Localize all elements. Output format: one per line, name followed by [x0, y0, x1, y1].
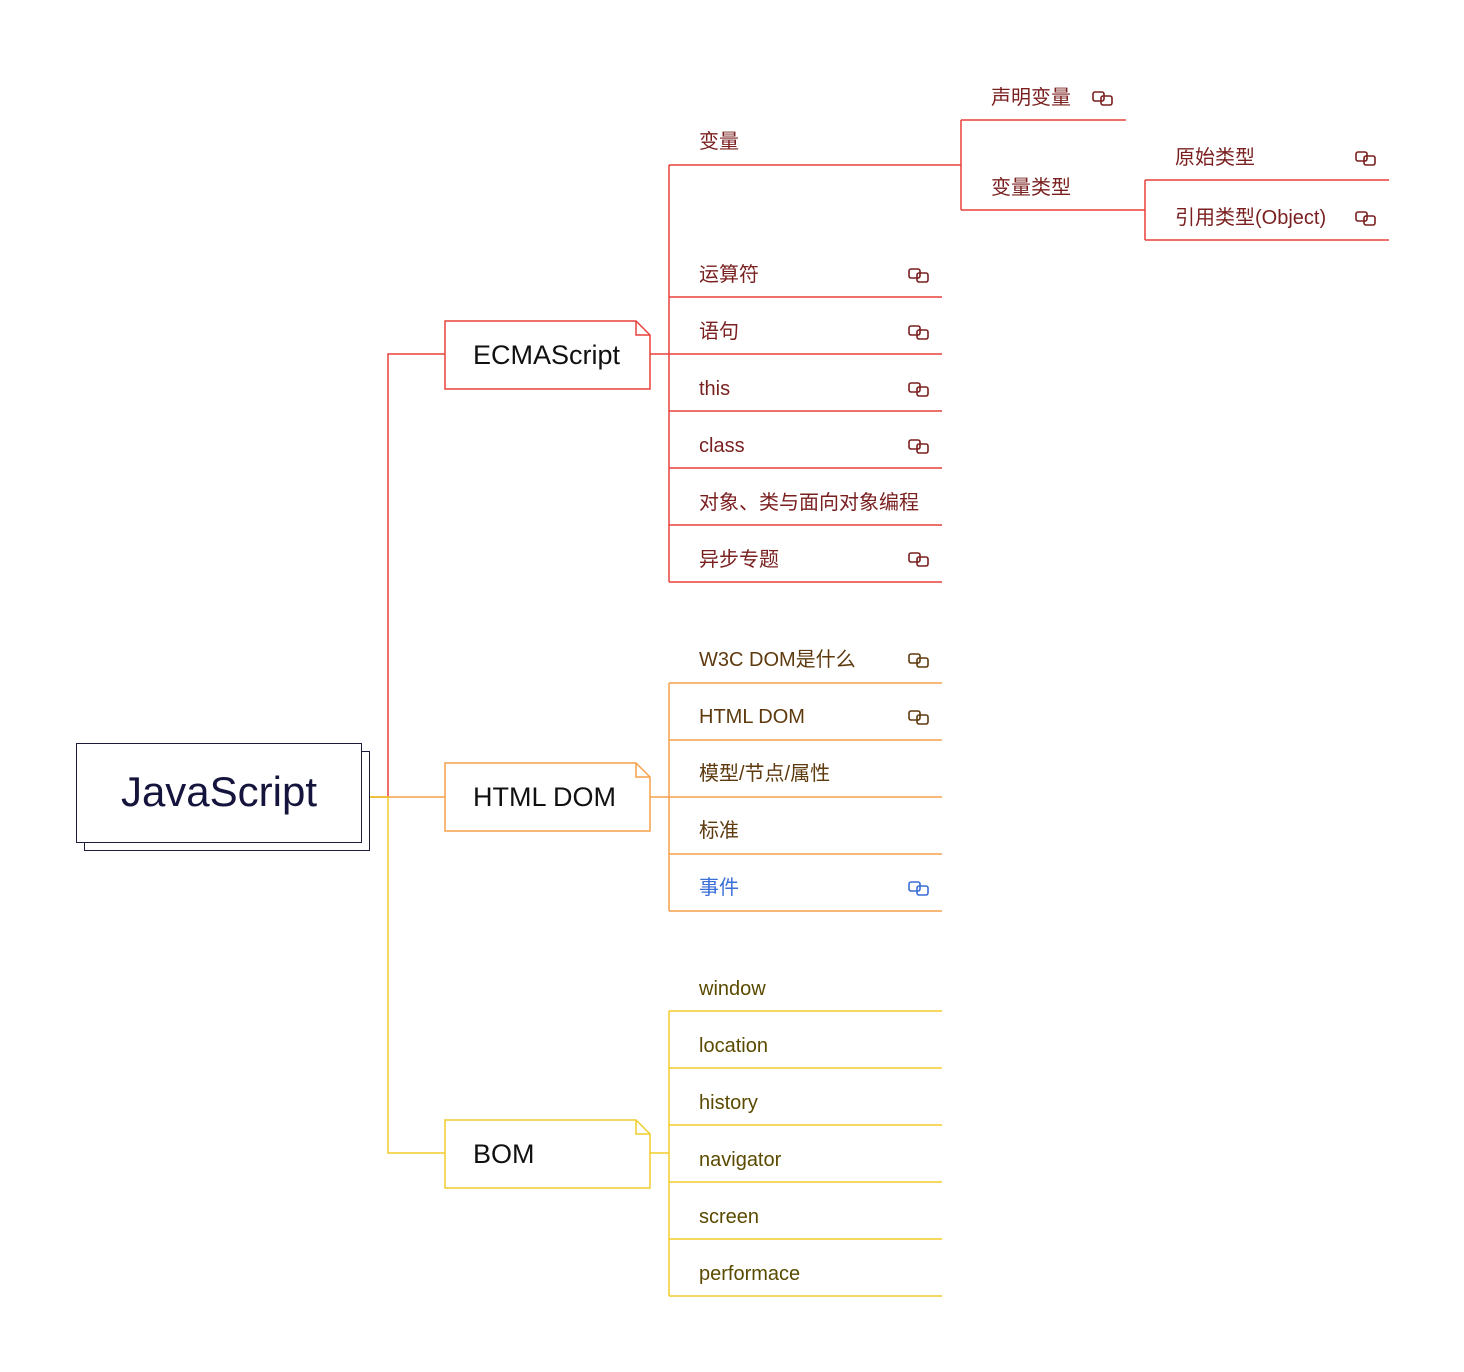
link-icon[interactable] [1091, 89, 1115, 107]
bom-node-label: BOM [473, 1139, 535, 1169]
node-oop[interactable]: 对象、类与面向对象编程 [699, 492, 919, 514]
node-w3c-dom[interactable]: W3C DOM是什么 [699, 649, 856, 671]
node-history[interactable]: history [699, 1092, 758, 1114]
node-this[interactable]: this [699, 378, 731, 400]
node-reference-types[interactable]: 引用类型(Object) [1175, 207, 1327, 229]
node-events[interactable]: 事件 [699, 877, 739, 899]
link-icon[interactable] [907, 550, 931, 568]
node-operators[interactable]: 运算符 [699, 264, 759, 286]
node-window[interactable]: window [699, 978, 766, 1000]
ecma-children-connectors [650, 119, 1389, 583]
node-screen[interactable]: screen [699, 1206, 760, 1228]
link-icon[interactable] [907, 266, 931, 284]
link-icon[interactable] [1354, 209, 1378, 227]
link-icon[interactable] [907, 323, 931, 341]
dom-children-connectors [650, 682, 942, 912]
link-icon[interactable] [907, 879, 931, 897]
node-html-dom[interactable]: HTML DOM [699, 706, 805, 728]
bom-children-connectors [650, 1010, 942, 1297]
ecma-node-box[interactable] [444, 320, 651, 390]
link-icon[interactable] [907, 380, 931, 398]
node-primitive-types[interactable]: 原始类型 [1175, 147, 1255, 169]
link-icon[interactable] [1354, 149, 1378, 167]
node-location[interactable]: location [699, 1035, 768, 1057]
node-variable-types[interactable]: 变量类型 [991, 177, 1071, 199]
dom-node-box[interactable] [444, 762, 651, 832]
link-icon[interactable] [907, 708, 931, 726]
dom-node-label: HTML DOM [473, 782, 616, 812]
node-navigator[interactable]: navigator [699, 1149, 782, 1171]
root-connectors [370, 353, 445, 1154]
link-icon[interactable] [907, 437, 931, 455]
bom-node-box[interactable] [444, 1119, 651, 1189]
root-node[interactable] [76, 743, 362, 843]
node-standard[interactable]: 标准 [699, 820, 739, 842]
node-declare-variable[interactable]: 声明变量 [991, 87, 1071, 109]
node-model-node-attr[interactable]: 模型/节点/属性 [699, 763, 831, 785]
node-variable[interactable]: 变量 [699, 131, 739, 153]
node-async[interactable]: 异步专题 [699, 549, 779, 571]
node-class[interactable]: class [699, 435, 745, 457]
node-statements[interactable]: 语句 [699, 321, 739, 343]
root-node-label: JavaScript [120, 768, 318, 815]
link-icon[interactable] [907, 651, 931, 669]
node-performace[interactable]: performace [699, 1263, 801, 1285]
ecma-node-label: ECMAScript [473, 340, 621, 370]
